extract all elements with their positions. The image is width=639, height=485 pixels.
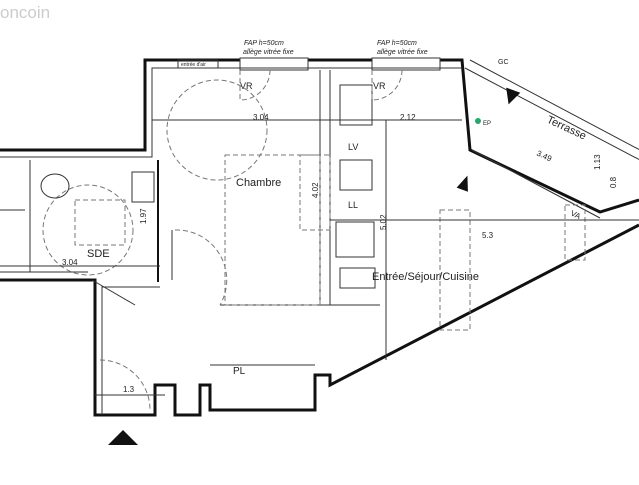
vr-label-1: VR [240,81,253,91]
terrace-door-arrow-icon [456,175,468,192]
room-label-pl: PL [233,366,246,377]
vr-label-2: VR [373,81,386,91]
drain-icon [475,118,481,124]
watermark: oncoin [0,3,50,22]
dimension-terrasse-depth: 1.13 [593,154,602,170]
gc-label: GC [498,59,509,66]
dimension-terrasse-edge: 0.8 [609,176,618,188]
interior-walls [0,70,380,366]
dimension-chambre-width: 3.04 [253,113,269,122]
room-label-sejour: Entrée/Séjour/Cuisine [372,271,479,283]
dimension-entry-width: 1.3 [123,385,135,394]
air-inlet-label: entrée d'air [181,62,206,68]
window-2-label: FAP h=50cm [377,40,417,47]
dimension-kitchen-width: 2.12 [400,113,416,122]
window-2-sublabel: allège vitrée fixe [377,49,428,56]
window-1-sublabel: allège vitrée fixe [243,49,294,56]
window-1-label: FAP h=50cm [244,40,284,47]
furniture [40,69,586,411]
dimension-chambre-depth: 4.02 [311,182,320,198]
room-label-terrasse: Terrasse [545,114,588,143]
dimension-sde-width: 3.04 [62,258,78,267]
entrance-arrow-icon [108,430,138,445]
dimension-sejour-depth: 5.02 [379,214,388,230]
room-label-sde: SDE [87,248,110,260]
dimension-sde-depth: 1.97 [139,208,148,224]
room-label-lv: LV [348,142,358,152]
dimension-sejour-width: 5.3 [482,231,494,240]
va-label: VA [569,209,583,222]
room-label-chambre: Chambre [236,177,281,189]
room-label-ll: LL [348,200,358,210]
dimension-terrasse-length: 3.49 [535,149,553,164]
ep-label: EP [483,121,491,127]
terrace-arrow-icon [506,87,521,105]
